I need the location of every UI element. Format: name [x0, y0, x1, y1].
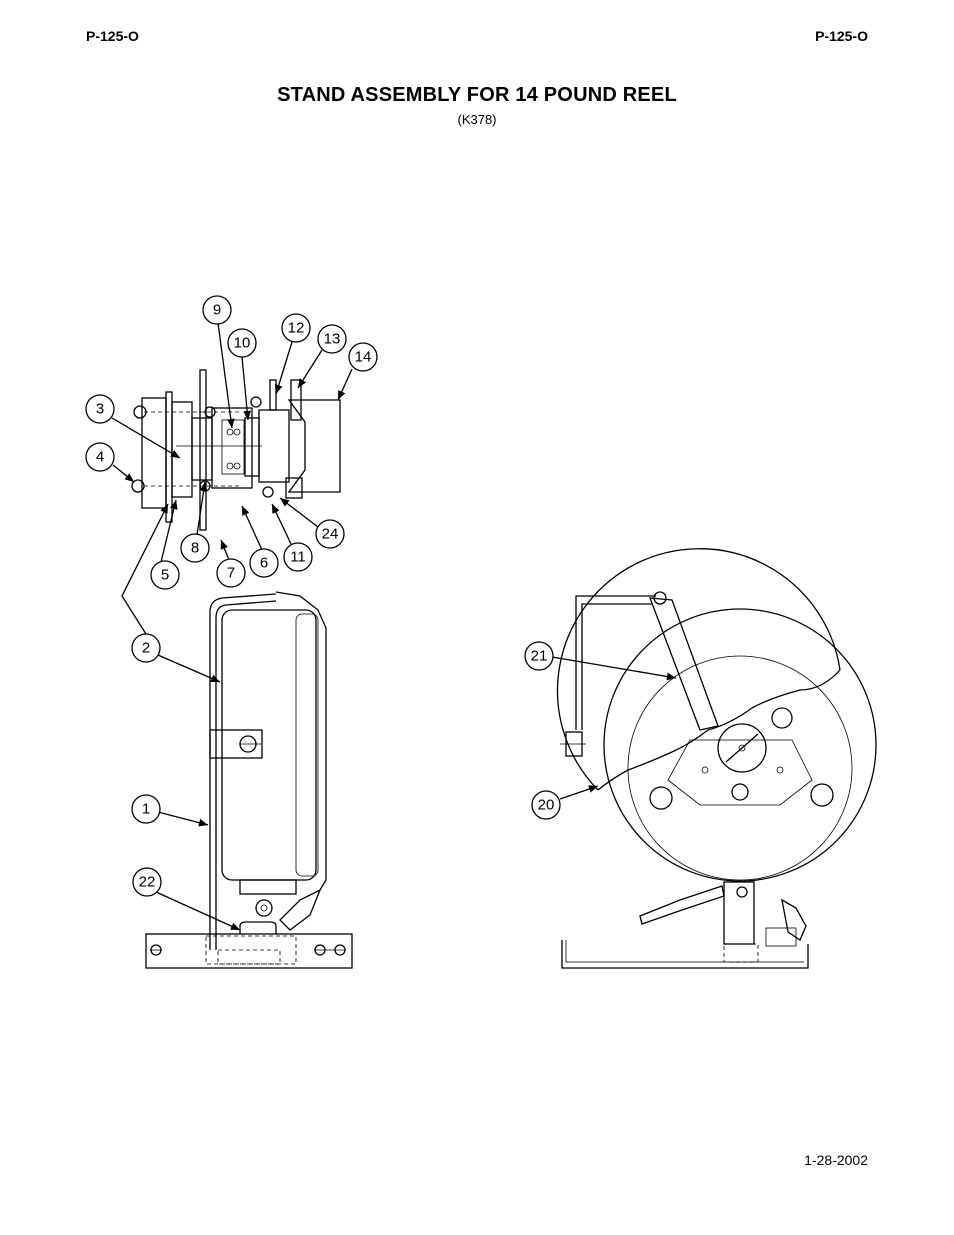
- callout-11-label: 11: [290, 549, 306, 566]
- callout-3: 3: [85, 394, 115, 424]
- callout-2: 2: [131, 633, 161, 663]
- callout-21: 21: [524, 641, 554, 671]
- callout-13: 13: [317, 324, 347, 354]
- callout-9-label: 9: [213, 302, 221, 319]
- page-title: STAND ASSEMBLY FOR 14 POUND REEL: [277, 84, 677, 106]
- callout-1-label: 1: [142, 801, 150, 818]
- callout-5: 5: [150, 560, 180, 590]
- callout-13-label: 13: [324, 331, 341, 348]
- callout-9: 9: [202, 295, 232, 325]
- callout-10: 10: [227, 328, 257, 358]
- callout-4-label: 4: [96, 449, 104, 466]
- callout-7: 7: [216, 558, 246, 588]
- callout-12: 12: [281, 313, 311, 343]
- page-subtitle: (K378): [457, 112, 497, 127]
- document-code-left: P-125-O: [86, 28, 139, 44]
- callout-20: 20: [531, 790, 561, 820]
- callout-2-label: 2: [142, 640, 150, 657]
- callout-14-label: 14: [355, 349, 372, 366]
- reel-front-view: [556, 548, 877, 969]
- callout-7-label: 7: [227, 565, 235, 582]
- callout-14: 14: [348, 342, 378, 372]
- callout-6: 6: [249, 548, 279, 578]
- callout-21-label: 21: [531, 648, 548, 665]
- callout-12-label: 12: [288, 320, 305, 337]
- callout-24-label: 24: [322, 526, 339, 543]
- callout-1: 1: [131, 794, 161, 824]
- callout-6-label: 6: [260, 555, 268, 572]
- callout-22-label: 22: [139, 874, 156, 891]
- callout-11: 11: [283, 542, 313, 572]
- callout-10-label: 10: [234, 335, 251, 352]
- callout-24: 24: [315, 519, 345, 549]
- document-code-right: P-125-O: [815, 28, 868, 44]
- callout-8: 8: [180, 533, 210, 563]
- callout-8-label: 8: [191, 540, 199, 557]
- callout-5-label: 5: [161, 567, 169, 584]
- stand-side-view: [145, 591, 353, 969]
- hub-cross-section: [131, 369, 341, 531]
- callout-4: 4: [85, 442, 115, 472]
- callout-20-label: 20: [538, 797, 555, 814]
- callout-3-label: 3: [96, 401, 104, 418]
- revision-date: 1-28-2002: [804, 1152, 868, 1168]
- callout-22: 22: [132, 867, 162, 897]
- leader-lines: [111, 322, 677, 931]
